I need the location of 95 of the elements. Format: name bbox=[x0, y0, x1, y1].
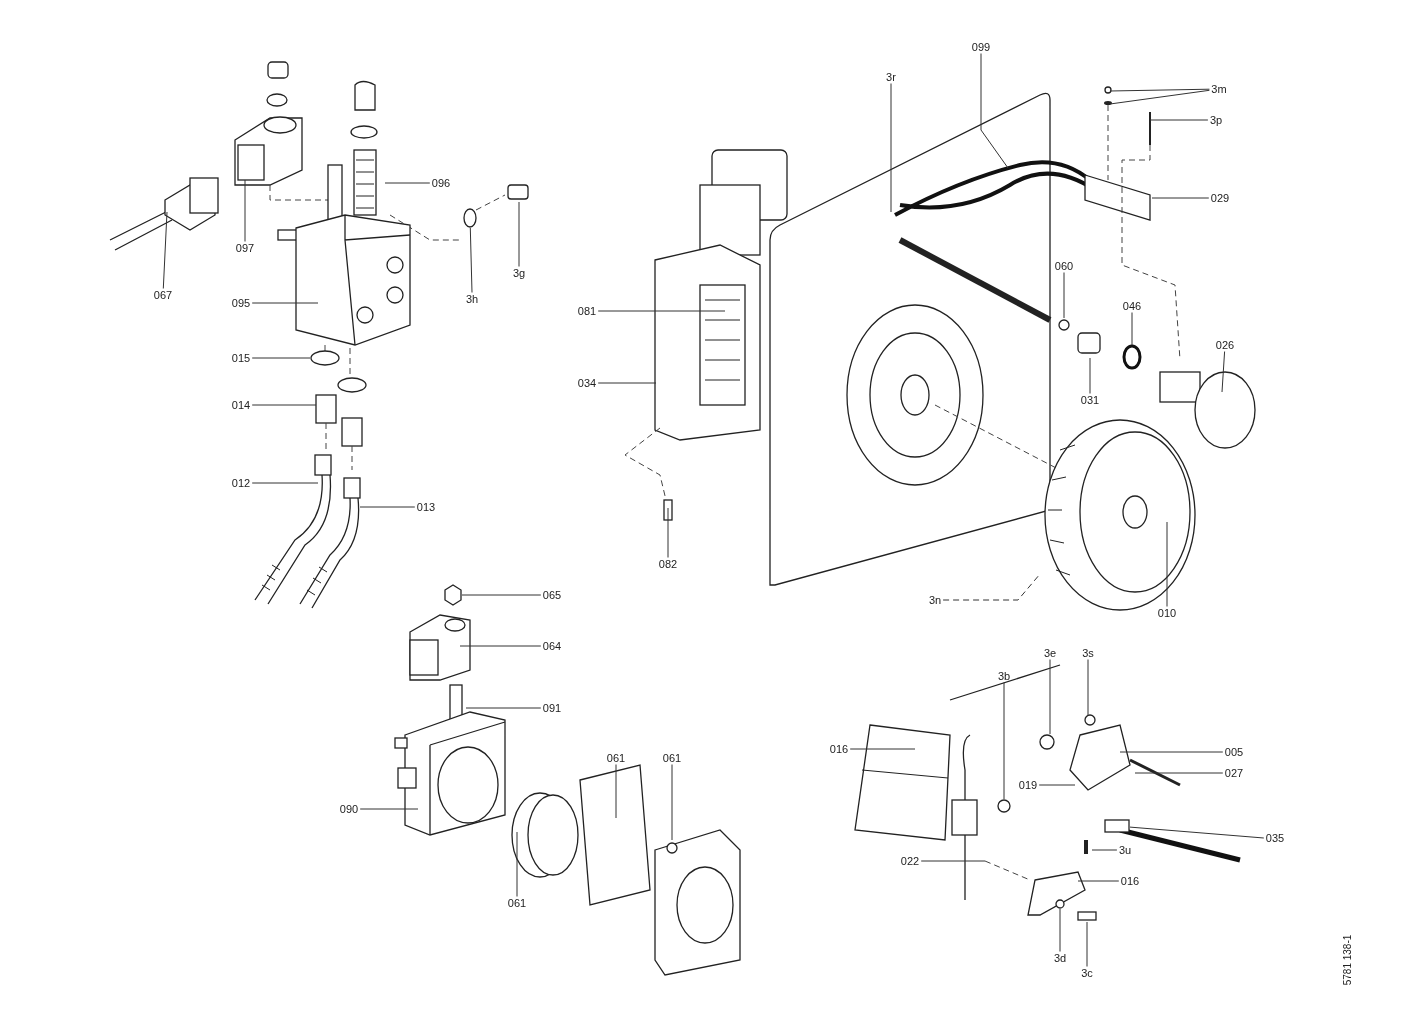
leader-line bbox=[1091, 849, 1118, 851]
callout-number: 3d bbox=[1053, 952, 1067, 964]
callout-number: 034 bbox=[577, 377, 597, 389]
callout-number: 065 bbox=[542, 589, 562, 601]
leader-line bbox=[1038, 784, 1076, 786]
leader-line bbox=[459, 645, 542, 647]
drawing-number: 5781 138-1 bbox=[1340, 934, 1354, 986]
leader-line bbox=[597, 382, 657, 384]
callout-number: 027 bbox=[1224, 767, 1244, 779]
callout-number: 005 bbox=[1224, 746, 1244, 758]
callout-number: 3c bbox=[1081, 967, 1093, 979]
leader-line bbox=[890, 83, 892, 213]
callout-number: 099 bbox=[971, 41, 991, 53]
leader-line bbox=[1119, 751, 1224, 753]
callout-number: 3b bbox=[997, 670, 1011, 682]
leader-line bbox=[980, 53, 1009, 169]
callout-number: 3e bbox=[1043, 647, 1057, 659]
callout-number: 046 bbox=[1122, 300, 1142, 312]
callout-number: 3h bbox=[465, 293, 479, 305]
callout-number: 091 bbox=[542, 702, 562, 714]
leader-line bbox=[516, 831, 518, 897]
callout-number: 031 bbox=[1080, 394, 1100, 406]
callout-number: 012 bbox=[231, 477, 251, 489]
screw-drawing bbox=[1077, 910, 1097, 922]
leader-line bbox=[667, 507, 669, 558]
callout-number: 090 bbox=[339, 803, 359, 815]
callout-number: 019 bbox=[1018, 779, 1038, 791]
leader-line bbox=[942, 573, 1041, 601]
leader-line bbox=[384, 182, 431, 184]
leader-line bbox=[1087, 659, 1089, 717]
leader-line bbox=[244, 179, 246, 242]
leader-line bbox=[251, 302, 319, 304]
leader-line bbox=[1089, 357, 1091, 394]
leader-line bbox=[671, 764, 673, 841]
leader-line bbox=[1151, 197, 1210, 199]
callout-number: 096 bbox=[431, 177, 451, 189]
leader-line bbox=[359, 506, 416, 508]
leader-line bbox=[461, 594, 542, 596]
leader-line bbox=[465, 707, 542, 709]
callout-number: 095 bbox=[231, 297, 251, 309]
callout-number: 035 bbox=[1265, 832, 1285, 844]
callout-number: 3g bbox=[512, 267, 526, 279]
callout-number: 3s bbox=[1082, 647, 1094, 659]
callout-number: 013 bbox=[416, 501, 436, 513]
callout-number: 3m bbox=[1211, 83, 1227, 95]
callout-number: 016 bbox=[1120, 875, 1140, 887]
callout-number: 014 bbox=[231, 399, 251, 411]
leader-line bbox=[162, 211, 168, 289]
leader-line bbox=[1109, 88, 1210, 92]
callout-number: 097 bbox=[235, 242, 255, 254]
callout-number: 3p bbox=[1209, 114, 1223, 126]
callout-number: 064 bbox=[542, 640, 562, 652]
leader-line bbox=[359, 808, 419, 810]
leader-line bbox=[615, 764, 617, 819]
washer-drawing bbox=[463, 208, 477, 228]
callout-number: 3u bbox=[1118, 844, 1132, 856]
leader-line bbox=[1077, 880, 1120, 882]
leader-line bbox=[597, 310, 726, 312]
callout-number: 015 bbox=[231, 352, 251, 364]
washer-drawing bbox=[1055, 899, 1065, 909]
callout-number: 061 bbox=[662, 752, 682, 764]
callout-number: 3n bbox=[928, 594, 942, 606]
nut-drawing bbox=[997, 799, 1011, 813]
leader-line bbox=[469, 227, 473, 293]
leader-line bbox=[251, 482, 319, 484]
callout-number: 081 bbox=[577, 305, 597, 317]
callout-number: 026 bbox=[1215, 339, 1235, 351]
leader-line bbox=[1129, 826, 1265, 839]
callout-number: 3r bbox=[886, 71, 896, 83]
leader-line bbox=[518, 201, 520, 267]
leader-line bbox=[251, 404, 317, 406]
leader-line bbox=[1109, 89, 1210, 105]
callout-number: 061 bbox=[606, 752, 626, 764]
callout-number: 067 bbox=[153, 289, 173, 301]
cable-plug-drawing bbox=[1104, 818, 1130, 834]
leader-line bbox=[251, 357, 311, 359]
leader-line bbox=[1063, 272, 1065, 319]
leader-line bbox=[1086, 921, 1088, 967]
leader-line bbox=[849, 748, 916, 750]
leader-line bbox=[1059, 908, 1061, 952]
leader-line bbox=[920, 860, 986, 862]
leader-line bbox=[1221, 351, 1226, 393]
callout-number: 061 bbox=[507, 897, 527, 909]
leader-line bbox=[1049, 659, 1051, 735]
callout-number: 022 bbox=[900, 855, 920, 867]
leader-line bbox=[1166, 521, 1168, 607]
callout-number: 029 bbox=[1210, 192, 1230, 204]
leader-line bbox=[1149, 119, 1209, 121]
callout-number: 060 bbox=[1054, 260, 1074, 272]
callout-number: 016 bbox=[829, 743, 849, 755]
leader-line bbox=[1134, 772, 1224, 774]
leader-line bbox=[1003, 682, 1005, 800]
callout-number: 010 bbox=[1157, 607, 1177, 619]
leader-line bbox=[1131, 312, 1133, 346]
callout-number: 082 bbox=[658, 558, 678, 570]
